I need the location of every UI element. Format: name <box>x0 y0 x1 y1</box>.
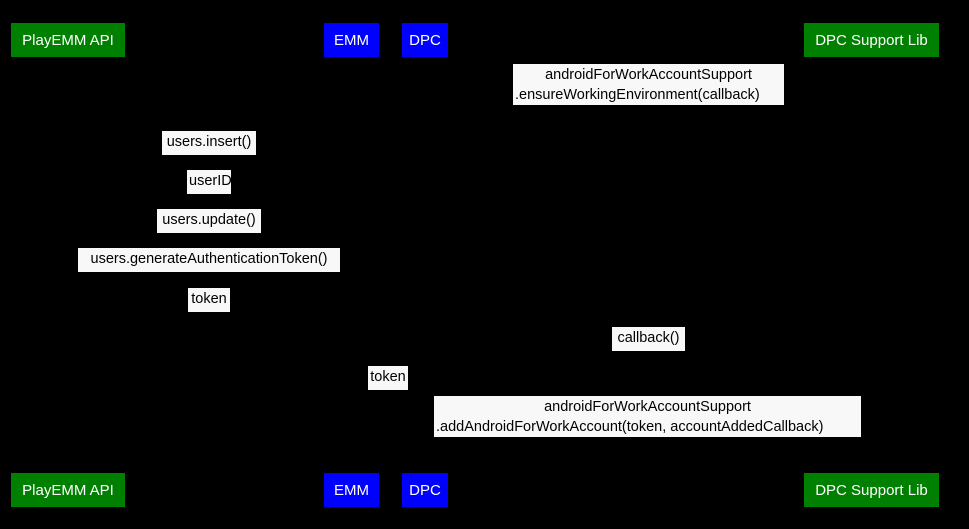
message-line: users.generateAuthenticationToken() <box>90 251 328 267</box>
message-label-ensure-working-environment: androidForWorkAccountSupport .ensureWorki… <box>513 64 784 105</box>
message-label-users-update: users.update() <box>157 209 261 233</box>
lifeline-emm <box>352 57 353 473</box>
message-line: userID <box>189 173 232 189</box>
message-line: token <box>191 291 227 307</box>
message-line: androidForWorkAccountSupport <box>545 67 752 83</box>
message-label-token-forward: token <box>368 366 408 390</box>
lifeline-dpc-support-lib <box>872 57 873 473</box>
message-line: callback() <box>617 330 680 346</box>
participant-top-playemm-api[interactable]: PlayEMM API <box>11 23 125 57</box>
message-line: .ensureWorkingEnvironment(callback) <box>515 87 760 103</box>
message-label-add-android-for-work-account: androidForWorkAccountSupport .addAndroidF… <box>434 396 861 437</box>
participant-bottom-dpc[interactable]: DPC <box>402 473 448 507</box>
participant-label: EMM <box>334 31 369 49</box>
message-label-users-generate-authentication-token: users.generateAuthenticationToken() <box>78 248 340 272</box>
participant-top-dpc[interactable]: DPC <box>402 23 448 57</box>
message-line: androidForWorkAccountSupport <box>544 399 751 415</box>
participant-label: DPC <box>409 31 441 49</box>
participant-label: DPC <box>409 481 441 499</box>
participant-bottom-emm[interactable]: EMM <box>324 473 379 507</box>
message-line: token <box>370 369 406 385</box>
message-label-callback: callback() <box>612 327 685 351</box>
participant-label: PlayEMM API <box>22 481 114 499</box>
message-label-users-insert: users.insert() <box>162 131 256 155</box>
participant-label: DPC Support Lib <box>815 31 928 49</box>
participant-top-dpc-support-lib[interactable]: DPC Support Lib <box>804 23 939 57</box>
message-line: users.update() <box>162 212 256 228</box>
participant-bottom-dpc-support-lib[interactable]: DPC Support Lib <box>804 473 939 507</box>
message-line: users.insert() <box>166 134 252 150</box>
participant-bottom-playemm-api[interactable]: PlayEMM API <box>11 473 125 507</box>
message-label-userid: userID <box>187 170 232 194</box>
message-line: .addAndroidForWorkAccount(token, account… <box>436 419 824 435</box>
lifeline-playemm-api <box>68 57 69 473</box>
lifeline-dpc <box>425 57 426 473</box>
message-label-token-response: token <box>188 288 230 312</box>
participant-label: PlayEMM API <box>22 31 114 49</box>
participant-label: EMM <box>334 481 369 499</box>
participant-label: DPC Support Lib <box>815 481 928 499</box>
participant-top-emm[interactable]: EMM <box>324 23 379 57</box>
